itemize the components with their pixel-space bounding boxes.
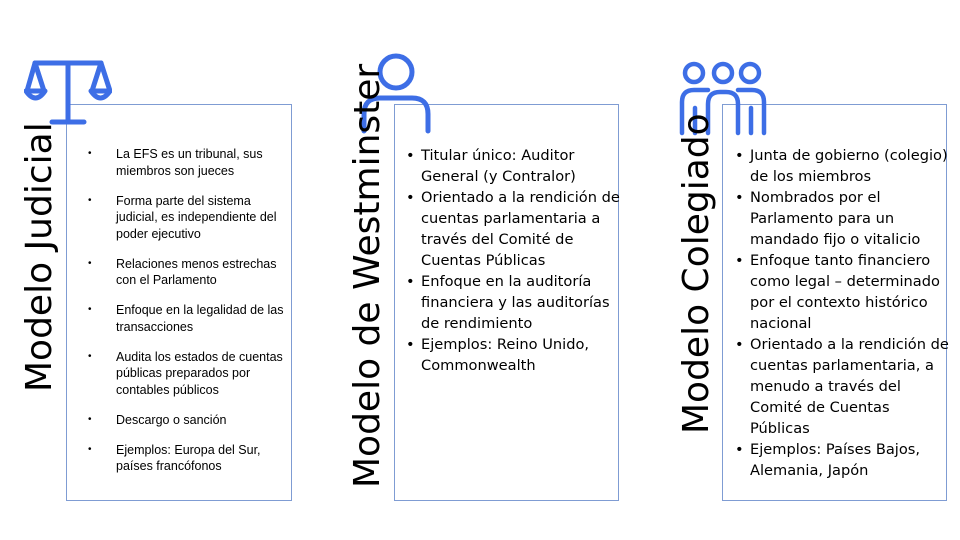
group-icon <box>678 60 768 136</box>
list-item: Relaciones menos estrechas con el Parlam… <box>88 256 284 289</box>
list-item: Orientado a la rendición de cuentas parl… <box>735 334 949 439</box>
list-item: Ejemplos: Países Bajos, Alemania, Japón <box>735 439 949 481</box>
list-item: Audita los estados de cuentas públicas p… <box>88 349 284 399</box>
westminster-model-list: Titular único: Auditor General (y Contra… <box>406 145 620 376</box>
judicial-model-list: La EFS es un tribunal, sus miembros son … <box>88 146 284 488</box>
list-item: Titular único: Auditor General (y Contra… <box>406 145 620 187</box>
list-item: Enfoque en la legalidad de las transacci… <box>88 302 284 335</box>
collegiate-model-list: Junta de gobierno (colegio) de los miemb… <box>735 145 949 481</box>
list-item: Ejemplos: Reino Unido, Commonwealth <box>406 334 620 376</box>
list-item: Nombrados por el Parlamento para un mand… <box>735 187 949 250</box>
list-item: Ejemplos: Europa del Sur, países francóf… <box>88 442 284 475</box>
list-item: La EFS es un tribunal, sus miembros son … <box>88 146 284 179</box>
list-item: Enfoque tanto financiero como legal – de… <box>735 250 949 334</box>
collegiate-model-title: Modelo Colegiado <box>676 113 717 434</box>
person-icon <box>360 52 432 134</box>
westminster-model-title: Modelo de Westminster <box>347 63 388 488</box>
list-item: Orientado a la rendición de cuentas parl… <box>406 187 620 271</box>
list-item: Enfoque en la auditoría financiera y las… <box>406 271 620 334</box>
scales-icon <box>24 56 112 128</box>
list-item: Junta de gobierno (colegio) de los miemb… <box>735 145 949 187</box>
judicial-model-title: Modelo Judicial <box>19 122 60 392</box>
list-item: Descargo o sanción <box>88 412 284 429</box>
list-item: Forma parte del sistema judicial, es ind… <box>88 193 284 243</box>
